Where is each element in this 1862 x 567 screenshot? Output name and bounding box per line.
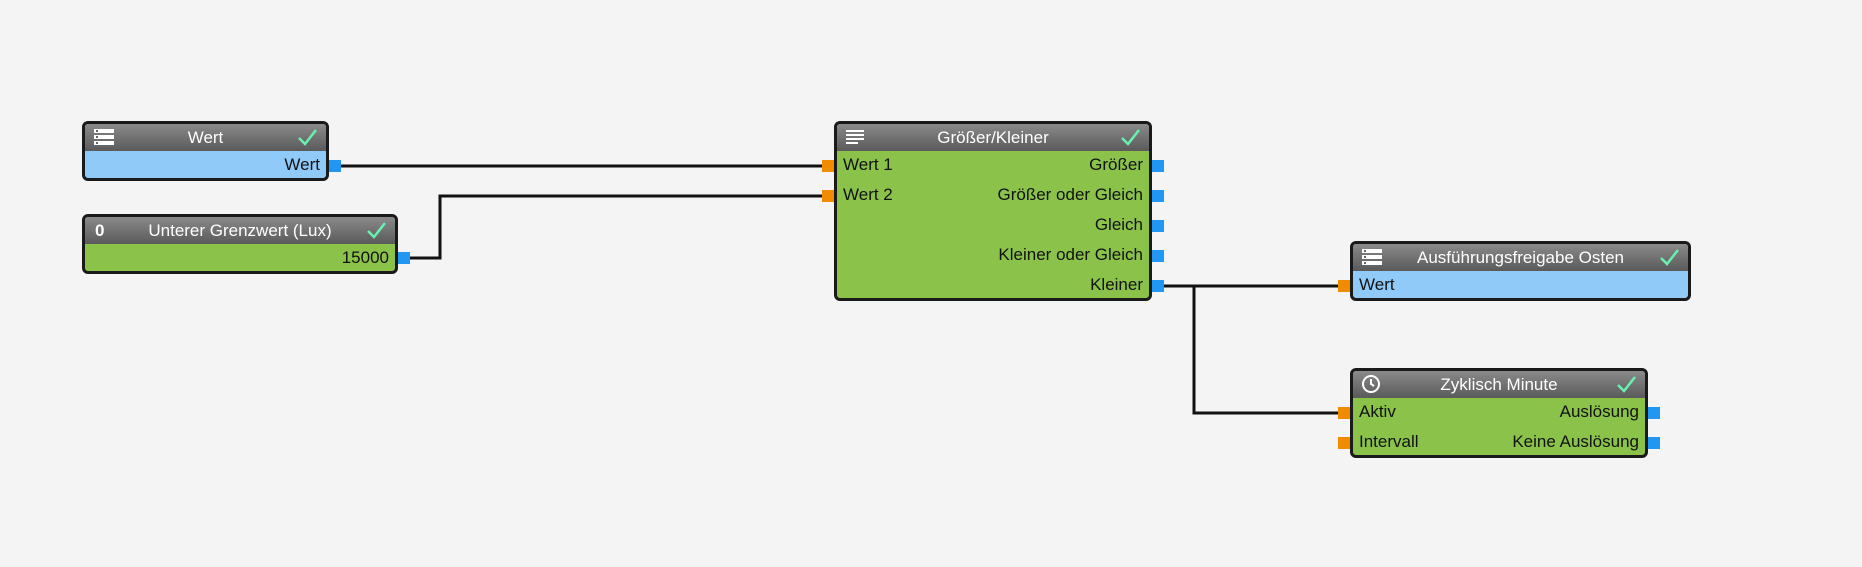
- output-port-grenzwert[interactable]: [398, 252, 410, 264]
- output-label-ausloesung: Auslösung: [1559, 402, 1639, 421]
- node-header[interactable]: Wert: [85, 124, 326, 151]
- input-port-intervall[interactable]: [1338, 437, 1350, 449]
- input-port-wert2[interactable]: [822, 190, 834, 202]
- output-port-ausloesung[interactable]: [1648, 407, 1660, 419]
- checkmark-icon: [296, 127, 318, 147]
- input-port-wert1[interactable]: [822, 160, 834, 172]
- input-port-aktiv[interactable]: [1338, 407, 1350, 419]
- output-label-wert: Wert: [284, 155, 320, 174]
- node-ausfuehrungsfreigabe[interactable]: Ausführungsfreigabe Osten Wert: [1350, 241, 1691, 301]
- node-title: Wert: [187, 128, 224, 147]
- output-label-groesser-gleich: Größer oder Gleich: [997, 185, 1144, 204]
- checkmark-icon: [1658, 247, 1680, 267]
- output-port-gleich[interactable]: [1152, 220, 1164, 232]
- node-header[interactable]: Ausführungsfreigabe Osten: [1353, 244, 1688, 271]
- node-header[interactable]: Größer/Kleiner: [837, 124, 1149, 151]
- node-groesser-kleiner[interactable]: Größer/Kleiner Wert 1 Wert 2 Größer Größ…: [834, 121, 1152, 301]
- list-storage-icon: [93, 128, 115, 146]
- node-title: Unterer Grenzwert (Lux): [148, 221, 332, 240]
- value-badge: 0: [95, 221, 105, 240]
- output-label-groesser: Größer: [1089, 155, 1143, 174]
- clock-icon: [1361, 375, 1383, 393]
- output-port-groesser-gleich[interactable]: [1152, 190, 1164, 202]
- output-label-gleich: Gleich: [1094, 215, 1143, 234]
- output-label-kleiner: Kleiner: [1090, 275, 1143, 294]
- node-unterer-grenzwert[interactable]: 0 Unterer Grenzwert (Lux) 15000: [82, 214, 398, 274]
- checkmark-icon: [1119, 127, 1141, 147]
- output-port-groesser[interactable]: [1152, 160, 1164, 172]
- node-header[interactable]: Zyklisch Minute: [1353, 371, 1645, 398]
- input-label-aktiv: Aktiv: [1359, 402, 1396, 421]
- constant-value: 15000: [341, 248, 389, 267]
- checkmark-icon: [1615, 374, 1637, 394]
- text-lines-icon: [845, 128, 867, 146]
- input-label-wert: Wert: [1359, 275, 1395, 294]
- input-label-wert1: Wert 1: [843, 155, 893, 174]
- node-wert-source[interactable]: Wert Wert: [82, 121, 329, 181]
- output-label-kleiner-gleich: Kleiner oder Gleich: [998, 245, 1143, 264]
- checkmark-icon: [365, 220, 387, 240]
- output-port-kleiner-gleich[interactable]: [1152, 250, 1164, 262]
- input-label-intervall: Intervall: [1359, 432, 1419, 451]
- output-label-keine-ausloesung: Keine Auslösung: [1512, 432, 1639, 451]
- output-port-wert[interactable]: [329, 160, 341, 172]
- node-title: Ausführungsfreigabe Osten: [1417, 248, 1624, 267]
- output-port-kleiner[interactable]: [1152, 280, 1164, 292]
- wire-kleiner-to-aktiv[interactable]: [1192, 286, 1340, 415]
- node-header[interactable]: 0 Unterer Grenzwert (Lux): [85, 217, 395, 244]
- list-storage-icon: [1361, 248, 1383, 266]
- output-port-keine-ausloesung[interactable]: [1648, 437, 1660, 449]
- input-label-wert2: Wert 2: [843, 185, 893, 204]
- node-zyklisch-minute[interactable]: Zyklisch Minute Aktiv Intervall Auslösun…: [1350, 368, 1648, 458]
- node-title: Zyklisch Minute: [1440, 375, 1558, 394]
- node-title: Größer/Kleiner: [937, 128, 1049, 147]
- wire-grenzwert-to-wert2[interactable]: [410, 194, 828, 260]
- input-port-freigabe-wert[interactable]: [1338, 280, 1350, 292]
